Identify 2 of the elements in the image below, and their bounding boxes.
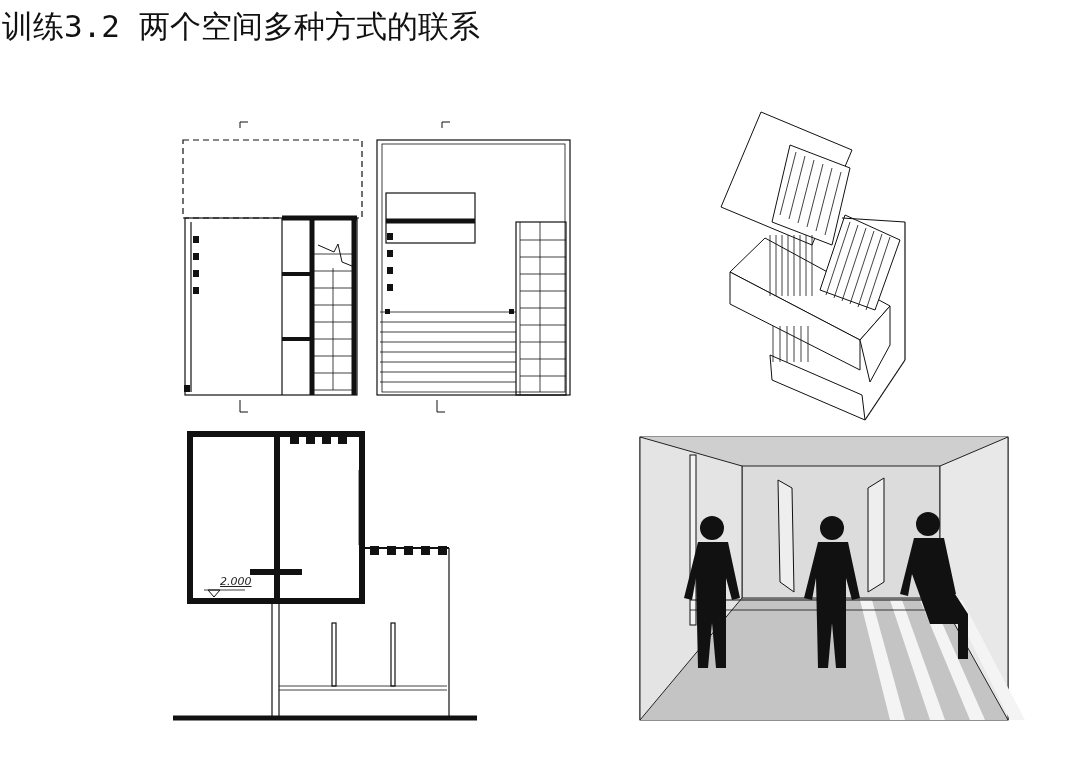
elevation-label: 2.000 <box>220 576 252 588</box>
slide-title: 训练3.2 两个空间多种方式的联系 <box>2 7 480 46</box>
